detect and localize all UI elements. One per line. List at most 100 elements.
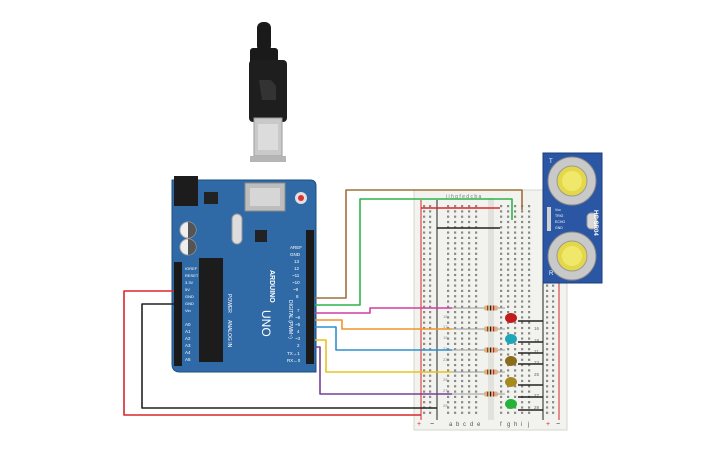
pin-5v-label: 5V	[185, 287, 190, 292]
pin-rx-label: RX←0	[287, 358, 301, 363]
resistor-band	[490, 391, 492, 397]
letter-d: d	[470, 422, 473, 428]
letter-j: j	[527, 422, 529, 428]
pin-gnd-top-label: GND	[290, 252, 301, 257]
top-letters: j i h g f e d c b a	[445, 194, 482, 200]
pin-tx-label: TX→1	[287, 351, 300, 356]
usb-cable[interactable]	[249, 22, 287, 162]
resistor-band	[487, 326, 489, 332]
wire-green[interactable]	[315, 198, 513, 306]
power-label: POWER	[226, 294, 232, 313]
power-jack	[174, 176, 198, 206]
pin-12-label: 12	[294, 266, 300, 271]
leds	[505, 313, 517, 409]
wire-red-5v[interactable]	[123, 290, 421, 416]
breadboard-holes	[423, 205, 555, 414]
right-number: 29	[534, 405, 540, 410]
wire-brown[interactable]	[315, 189, 523, 299]
pin-gnd2-label: GND	[185, 301, 194, 306]
rail-plus-label-left: +	[417, 421, 421, 428]
letter-h: h	[514, 422, 517, 428]
resistor-band	[490, 347, 492, 353]
wire-orange[interactable]	[315, 319, 452, 330]
letter-i: i	[521, 422, 522, 428]
pin-10-label: ~10	[292, 280, 300, 285]
digital-header	[306, 230, 314, 364]
row-number: 29	[443, 403, 448, 408]
pin-8-label: 8	[296, 294, 299, 299]
rail-minus-label-left: −	[430, 421, 434, 428]
pin-11-label: ~11	[292, 273, 300, 278]
uno-label: UNO	[259, 310, 273, 337]
letter-b: b	[456, 422, 460, 428]
wires	[123, 189, 543, 416]
pin-a3-label: A3	[185, 343, 191, 348]
row-number: 25	[443, 377, 448, 382]
led-red[interactable]	[505, 313, 517, 323]
resistor-band	[490, 369, 492, 375]
pin-ioref-label: IOREF	[185, 266, 198, 271]
right-number: 27	[534, 393, 540, 398]
crystal	[231, 213, 243, 245]
atmega-chip	[199, 258, 223, 362]
sensor-model-label: HC-SR04	[592, 210, 598, 236]
sensor-crystal	[586, 212, 598, 230]
pin-a2-label: A2	[185, 336, 191, 341]
letter-f: f	[500, 422, 502, 428]
pin-a5-label: A5	[185, 357, 191, 362]
pin-vcc-label: Vcc	[555, 208, 561, 212]
pin-a4-label: A4	[185, 350, 191, 355]
t-label: T	[549, 159, 553, 165]
right-number: 16	[534, 326, 540, 331]
wire-pink[interactable]	[315, 307, 452, 314]
row-number: 19	[443, 335, 448, 340]
row-number: 23	[443, 357, 448, 362]
pin-aref-label: AREF	[290, 245, 302, 250]
arduino-board[interactable]: ARDUINO UNO POWER ANALOG IN DIGITAL (PWM…	[171, 176, 317, 373]
letter-e: e	[477, 422, 481, 428]
arduino-logo-text: ARDUINO	[268, 270, 275, 303]
resistor-band	[487, 369, 489, 375]
right-number: 21	[534, 349, 540, 354]
resistors	[452, 305, 505, 397]
resistor-band	[490, 326, 492, 332]
analog-in-label: ANALOG IN	[226, 320, 232, 348]
pin-5-label: ~5	[295, 322, 301, 327]
pin-echo-label: ECHO	[555, 220, 565, 224]
digital-label: DIGITAL (PWM~)	[287, 300, 293, 339]
pin-gnd-sensor-label: GND	[555, 226, 563, 230]
ultrasonic-sensor[interactable]: HC-SR04 T R Vcc TRIG ECHO GND	[542, 152, 603, 284]
wire-black-gnd[interactable]	[141, 303, 437, 409]
resistor-band	[493, 326, 495, 332]
row-number: 21	[443, 346, 448, 351]
pin-3-label: ~3	[295, 336, 301, 341]
row-number: 17	[443, 324, 448, 329]
sensor-pins	[547, 207, 551, 231]
resistor-band	[490, 305, 492, 311]
pin-2-label: 2	[297, 343, 300, 348]
led-green[interactable]	[505, 399, 517, 409]
led-cyan[interactable]	[505, 334, 517, 344]
resistor-band	[493, 305, 495, 311]
led-olive[interactable]	[505, 377, 517, 387]
led-brown[interactable]	[505, 356, 517, 366]
resistor-band	[493, 391, 495, 397]
right-number: 23	[534, 360, 540, 365]
letter-g: g	[507, 422, 510, 428]
wire-yellow[interactable]	[315, 339, 452, 373]
resistor-band	[487, 347, 489, 353]
pin-7-label: 7	[297, 308, 300, 313]
right-number: 25	[534, 372, 540, 377]
pin-4-label: 4	[297, 329, 300, 334]
wire-blue[interactable]	[315, 326, 452, 351]
letter-c: c	[463, 422, 466, 428]
pin-trig-label: TRIG	[555, 214, 564, 218]
pin-reset-label: RESET	[185, 273, 199, 278]
resistor-band	[487, 305, 489, 311]
pin-gnd-label: GND	[185, 294, 194, 299]
pin-vin-label: Vin	[185, 308, 191, 313]
pin-6-label: ~6	[295, 315, 301, 320]
pin-9-label: ~9	[293, 287, 299, 292]
wire-purple[interactable]	[315, 346, 452, 395]
rail-minus-label-right: −	[556, 421, 560, 428]
